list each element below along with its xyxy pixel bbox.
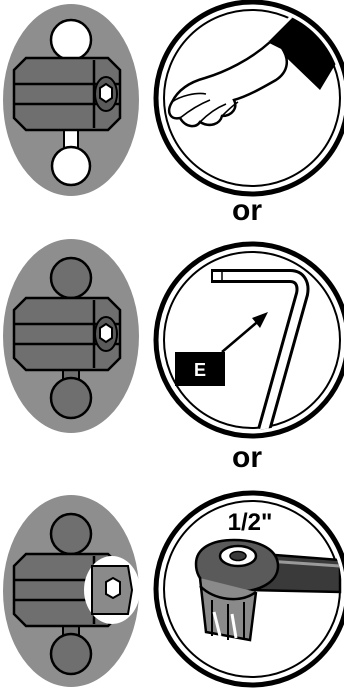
wrench-size-label: 1/2": [228, 509, 273, 536]
ball-mount-icon: [3, 239, 139, 433]
or-separator: or: [0, 196, 344, 226]
ball-mount-icon: [3, 495, 140, 687]
ball-mount-icon: [3, 4, 139, 196]
callout-letter: E: [194, 360, 206, 380]
or-separator: or: [0, 443, 344, 473]
hand-icon: [156, 2, 344, 194]
wrench-icon: 1/2": [156, 493, 344, 685]
hex-key-icon: E: [156, 244, 344, 436]
